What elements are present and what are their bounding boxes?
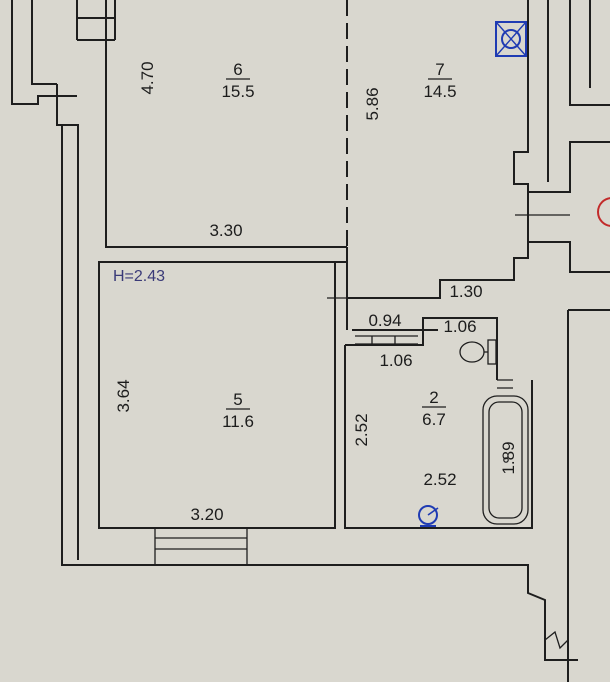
room-label-7: 7 14.5 bbox=[423, 60, 456, 101]
dimension-label: 3.30 bbox=[209, 221, 242, 240]
room-area: 6.7 bbox=[422, 410, 446, 429]
dimension-label: 1.06 bbox=[443, 317, 476, 336]
dimension-label: 2.52 bbox=[423, 470, 456, 489]
room-area: 14.5 bbox=[423, 82, 456, 101]
room-number: 6 bbox=[233, 60, 242, 79]
room-number: 5 bbox=[233, 390, 242, 409]
toilet bbox=[459, 339, 497, 365]
stove-fixture bbox=[495, 21, 527, 57]
bathtub bbox=[482, 395, 529, 525]
dimension-label: 3.20 bbox=[190, 505, 223, 524]
room-area: 11.6 bbox=[222, 412, 254, 431]
dimension-label: 3.64 bbox=[114, 379, 133, 412]
boiler-fixture bbox=[418, 505, 439, 527]
room-number: 2 bbox=[429, 388, 438, 407]
dimension-label: 5.86 bbox=[363, 87, 382, 120]
walls bbox=[11, 0, 610, 682]
room-label-2: 2 6.7 bbox=[422, 388, 446, 429]
marker-circle bbox=[597, 197, 610, 227]
room-area: 15.5 bbox=[221, 82, 254, 101]
dimension-label: 4.70 bbox=[138, 61, 157, 94]
room-label-5: 5 11.6 bbox=[222, 390, 254, 431]
dimension-label: 1.30 bbox=[449, 282, 482, 301]
room-number: 7 bbox=[435, 60, 444, 79]
dimension-label: 1.89 bbox=[499, 441, 518, 474]
dimension-label: 1.06 bbox=[379, 351, 412, 370]
dimension-label: 2.52 bbox=[352, 413, 371, 446]
room-label-6: 6 15.5 bbox=[221, 60, 254, 101]
dimension-label: 0.94 bbox=[368, 311, 401, 330]
ceiling-height-label: H=2.43 bbox=[113, 268, 165, 285]
